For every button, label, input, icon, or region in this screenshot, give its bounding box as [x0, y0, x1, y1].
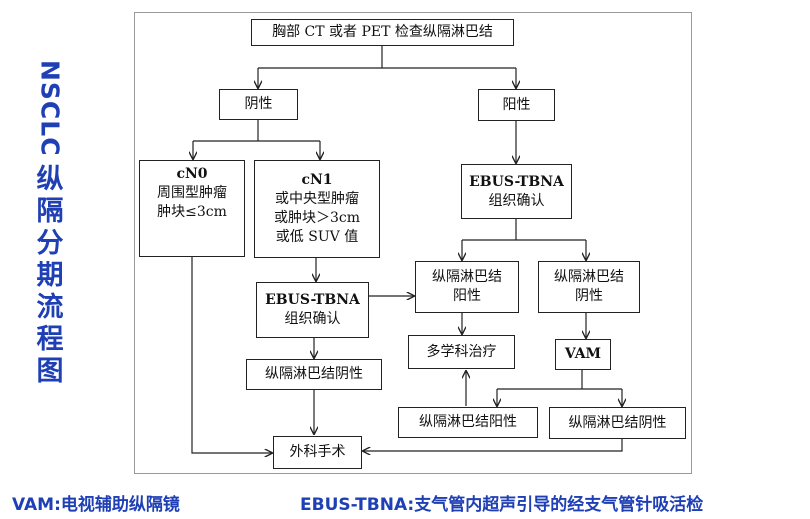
edge-ebusr-split: [462, 218, 586, 241]
node-ebus-right: EBUS-TBNA 组织确认: [461, 164, 572, 219]
edge-bottomneg-surgery: [363, 438, 623, 451]
edge-cn0-surgery: [191, 256, 272, 453]
diagram-frame: [134, 12, 692, 474]
side-title-zh-char: 纵: [36, 164, 64, 195]
side-title-zh-char: 隔: [36, 196, 64, 227]
side-title-zh-char: 图: [36, 356, 64, 387]
node-top: 胸部 CT 或者 PET 检查纵隔淋巴结: [251, 19, 514, 46]
edge-top-split: [258, 45, 516, 69]
node-cn0: cN0 周围型肿瘤 肿块≤3cm: [139, 160, 245, 257]
side-title-zh-char: 程: [36, 324, 64, 355]
node-mln-negative-bottom: 纵隔淋巴结阴性: [549, 407, 686, 439]
edge-vam-split: [497, 369, 622, 390]
node-surgery: 外科手术: [273, 436, 362, 469]
node-mln-negative-mid: 纵隔淋巴结 阴性: [538, 261, 640, 313]
side-title-zh-char: 分: [36, 228, 64, 259]
footer-vam-definition: VAM:电视辅助纵隔镜: [12, 495, 180, 515]
footer-ebus-definition: EBUS-TBNA:支气管内超声引导的经支气管针吸活检: [300, 495, 704, 515]
side-title-zh-char: 流: [36, 292, 64, 323]
node-cn1: cN1 或中央型肿瘤 或肿块＞3cm 或低 SUV 值: [254, 160, 380, 258]
node-ebus-left: EBUS-TBNA 组织确认: [256, 282, 369, 338]
node-multidisciplinary: 多学科治疗: [408, 335, 515, 369]
node-mln-positive-mid: 纵隔淋巴结 阳性: [415, 261, 519, 313]
node-positive: 阳性: [478, 89, 555, 121]
side-title-en: NSCLC: [35, 59, 65, 157]
side-title-zh: 纵隔分期流程图: [30, 164, 70, 388]
edge-neg-split: [193, 120, 320, 142]
node-mln-positive-bottom: 纵隔淋巴结阳性: [398, 407, 538, 438]
side-title-zh-char: 期: [36, 260, 64, 291]
side-title: NSCLC 纵隔分期流程图: [30, 56, 70, 388]
node-mln-negative-left: 纵隔淋巴结阴性: [246, 359, 382, 390]
node-negative: 阴性: [219, 89, 298, 120]
node-vam: VAM: [555, 339, 611, 370]
